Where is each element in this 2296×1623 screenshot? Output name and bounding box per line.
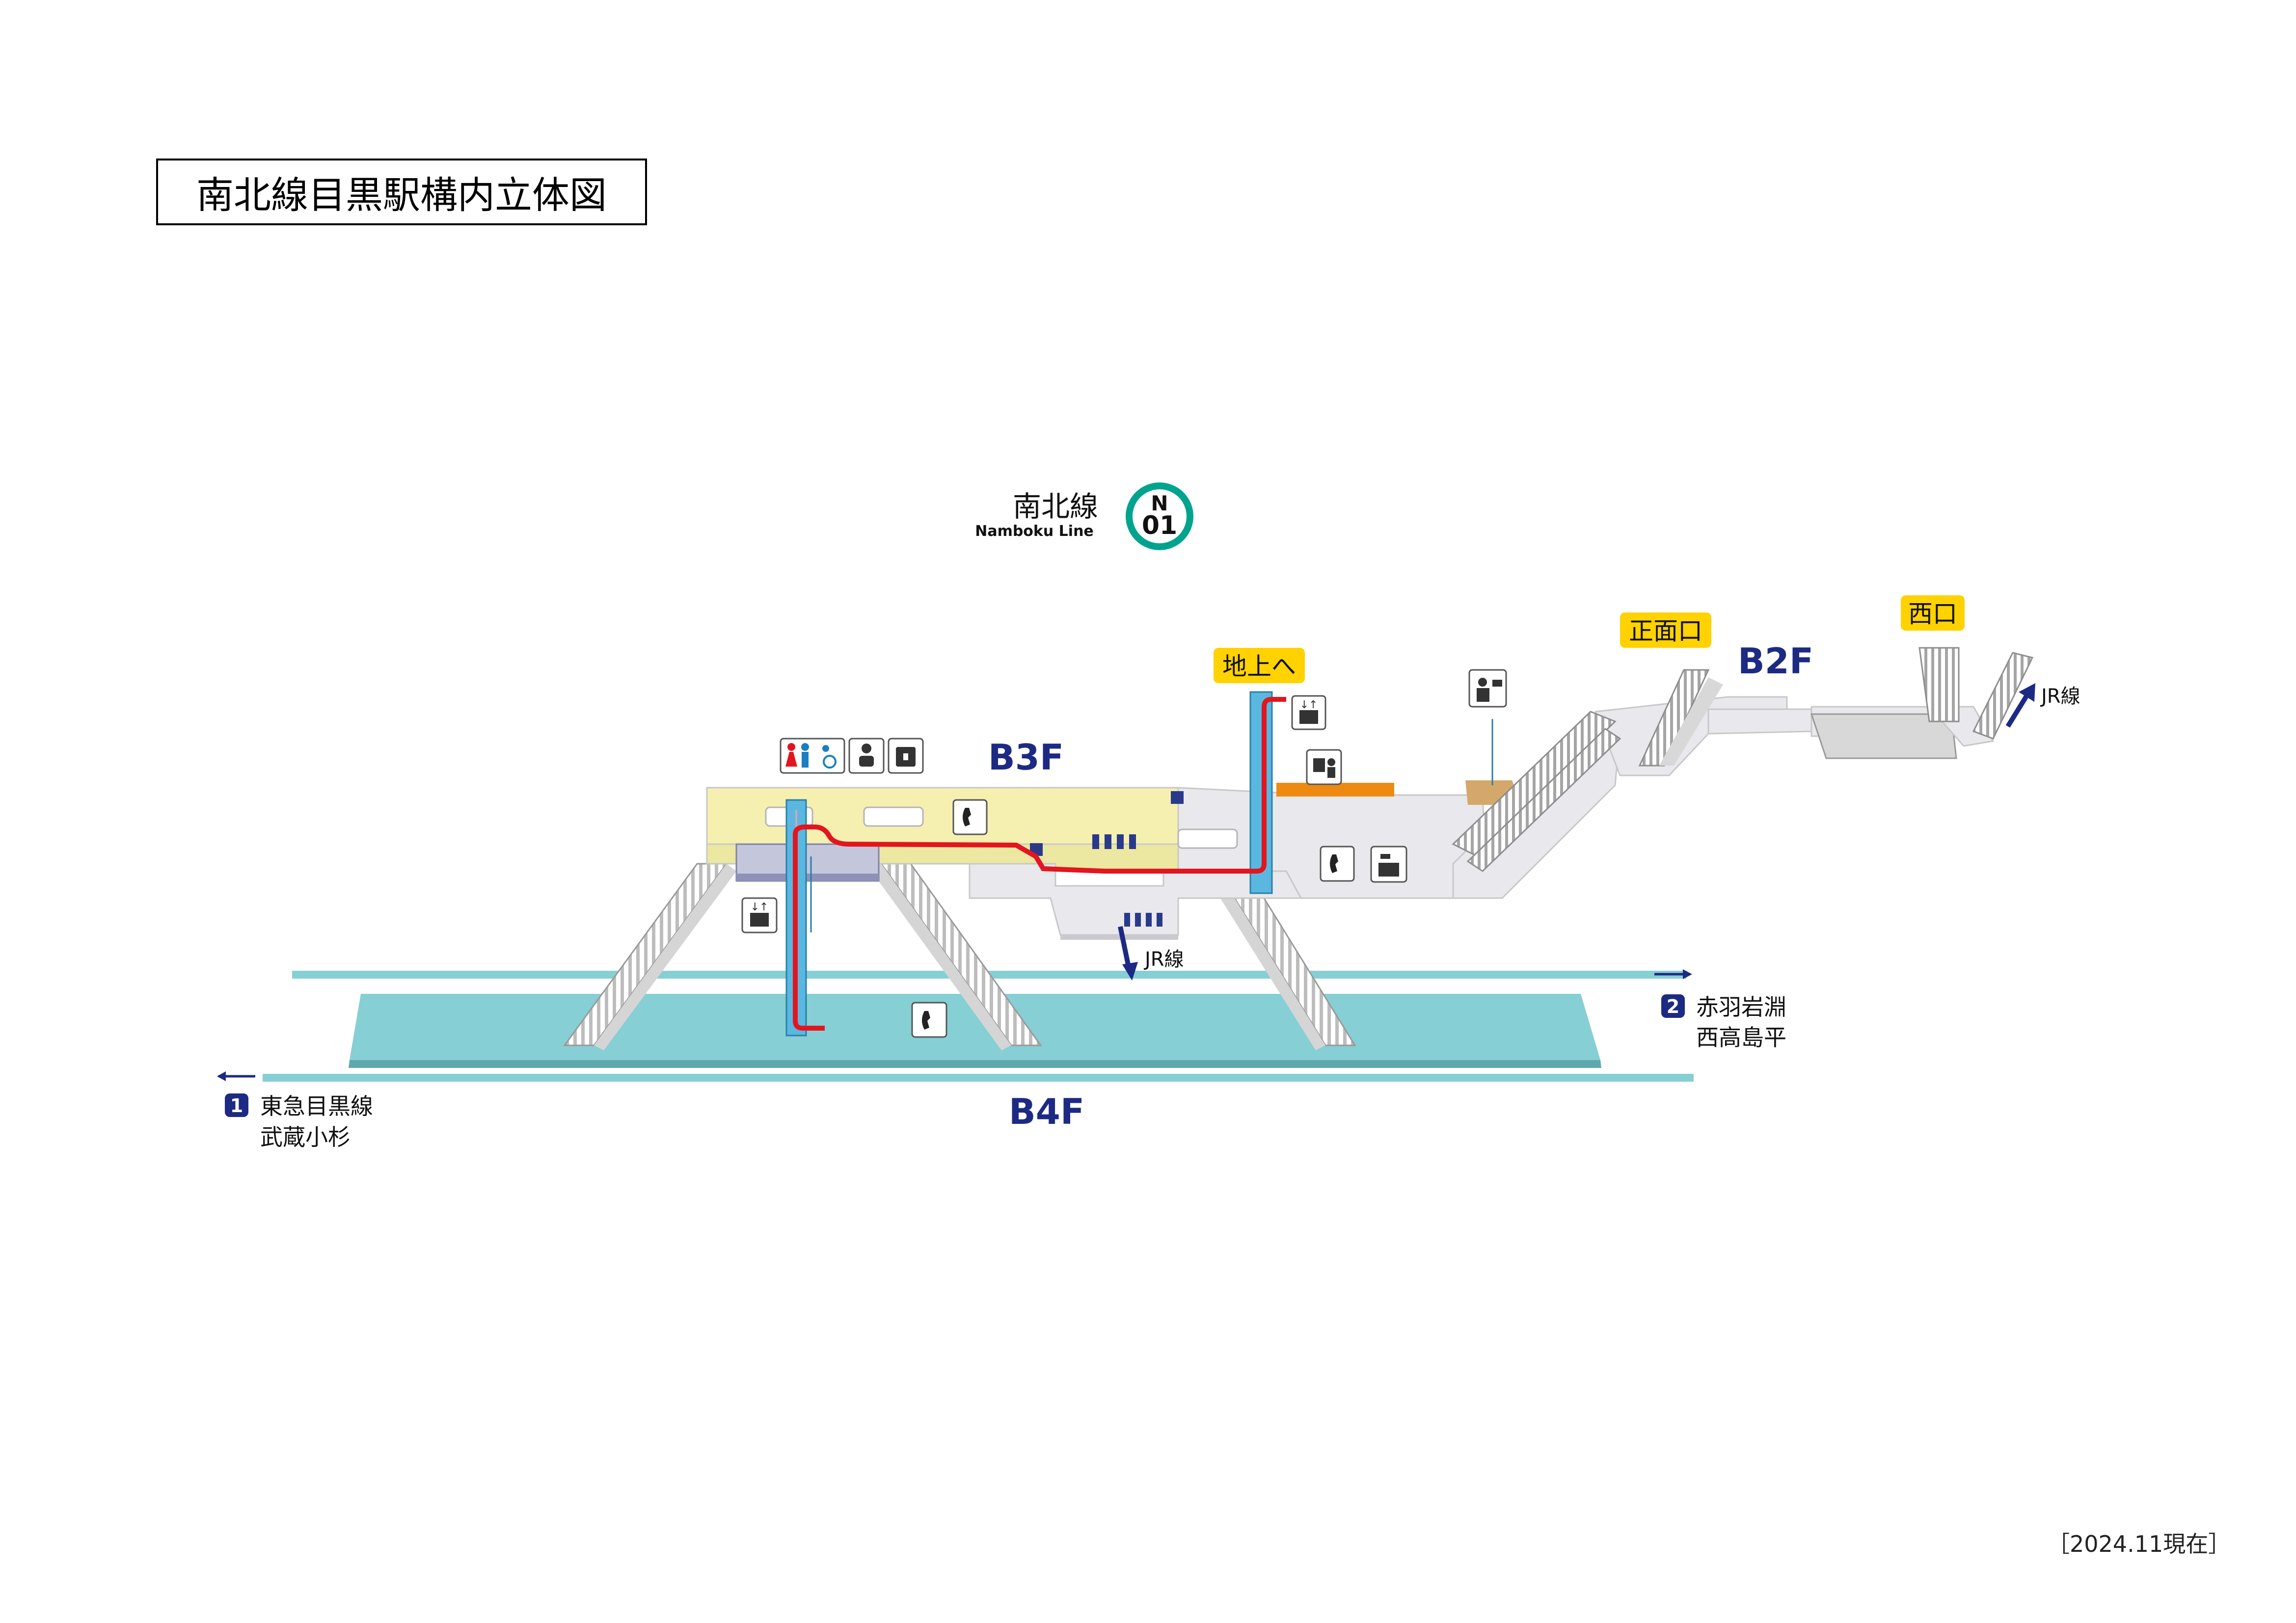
line-code-letter: N <box>1151 491 1168 515</box>
svg-text:武蔵小杉: 武蔵小杉 <box>260 1124 351 1150</box>
svg-text:赤羽岩淵: 赤羽岩淵 <box>1696 994 1786 1020</box>
direction-track-1: 1 東急目黒線 武蔵小杉 <box>217 1071 373 1150</box>
exit-label-to-ground: 地上へ <box>1214 648 1305 683</box>
line-badge: 南北線 Namboku Line N 01 <box>975 482 1193 550</box>
svg-text:2: 2 <box>1667 996 1679 1017</box>
svg-text:西口: 西口 <box>1908 600 1957 628</box>
telephone-icon <box>952 799 988 835</box>
floor-label-b2f: B2F <box>1738 640 1813 682</box>
baby-care-icon <box>848 738 885 774</box>
line-code-number: 01 <box>1142 511 1177 540</box>
telephone-icon-platform <box>911 1002 947 1038</box>
b4f-platform <box>349 994 1601 1068</box>
ticket-machine-icon <box>1306 749 1342 785</box>
svg-text:1: 1 <box>230 1095 243 1117</box>
direction-track-2: 2 赤羽岩淵 西高島平 <box>1654 969 1786 1051</box>
floor-label-b4f: B4F <box>1009 1091 1084 1132</box>
elevator-shaft-right <box>1249 691 1273 894</box>
floor-label-b3f: B3F <box>988 737 1064 778</box>
elevator-icon-upper: ↓↑ <box>1291 695 1326 730</box>
toilet-icon <box>780 738 845 774</box>
svg-text:東急目黒線: 東急目黒線 <box>260 1093 373 1119</box>
station-office-icon <box>1468 669 1507 708</box>
exit-label-main: 正面口 <box>1620 612 1711 648</box>
escalator-b3f-b2f <box>1452 711 1621 872</box>
line-code-circle <box>1126 482 1193 550</box>
jr-transfer-upper: JR線 <box>2005 683 2080 728</box>
svg-text:JR線: JR線 <box>1143 948 1184 971</box>
page-title: 南北線目黒駅構内立体図 <box>156 159 647 225</box>
stairs-west-exit <box>1918 647 2034 740</box>
svg-text:正面口: 正面口 <box>1629 617 1702 645</box>
ticket-gate-counter <box>1276 783 1394 797</box>
svg-text:↓↑: ↓↑ <box>751 901 769 913</box>
ostomate-icon <box>888 738 924 774</box>
line-name-ja: 南北線 <box>1013 490 1098 523</box>
elevator-icon: ↓↑ <box>741 897 778 933</box>
track-lower <box>263 1074 1694 1082</box>
jr-transfer-lower: JR線 <box>1118 926 1184 981</box>
as-of-date: ［2024.11現在］ <box>2047 1531 2231 1557</box>
telephone-icon-b3f-east <box>1320 846 1355 882</box>
exit-label-west: 西口 <box>1901 595 1965 631</box>
svg-text:JR線: JR線 <box>2040 685 2080 708</box>
accessible-route <box>793 697 1286 1031</box>
svg-text:地上へ: 地上へ <box>1222 652 1296 681</box>
line-name-en: Namboku Line <box>975 523 1094 540</box>
coin-locker-icon <box>1370 846 1407 883</box>
stairs-main-exit <box>1638 669 1723 767</box>
ticket-gates <box>1030 791 1184 927</box>
svg-text:西高島平: 西高島平 <box>1696 1024 1786 1051</box>
b3f-concourse <box>706 787 1488 940</box>
svg-text:↓↑: ↓↑ <box>1300 699 1318 711</box>
